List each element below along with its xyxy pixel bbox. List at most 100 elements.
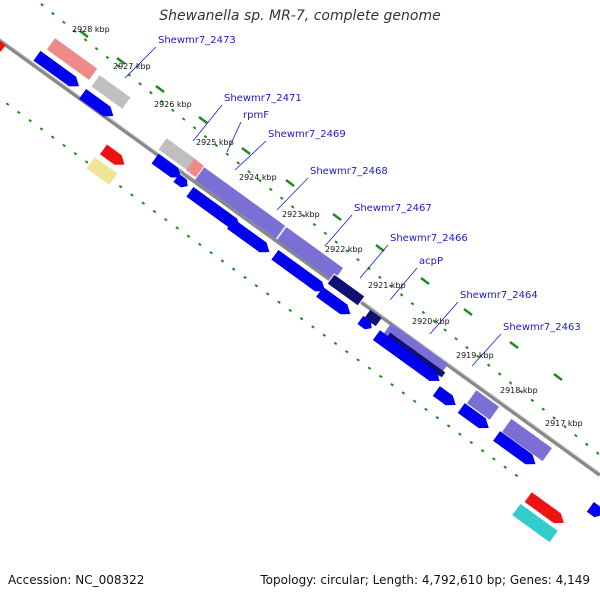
cds-8-shape <box>316 286 351 315</box>
feature-red-edge-shape <box>0 40 6 52</box>
feature-red-2-shape <box>524 492 564 524</box>
feature-violet-2 <box>276 226 344 282</box>
gene-label: rpmF <box>243 110 269 121</box>
kbp-label: 2923 kbp <box>282 210 320 219</box>
callout-line <box>234 140 267 171</box>
kbp-label: 2928 kbp <box>72 25 110 34</box>
cds-12-shape <box>457 403 489 429</box>
cds-11-shape <box>432 386 456 406</box>
feature-pink-2 <box>186 158 204 178</box>
feature-violet-1 <box>194 167 286 239</box>
kbp-tick-4 <box>198 116 208 124</box>
kbp-label: 2922 kbp <box>325 245 363 254</box>
gene-label: Shewmr7_2468 <box>310 166 388 177</box>
callout-line <box>192 104 223 142</box>
callout-line <box>429 301 459 335</box>
cds-1 <box>33 50 80 87</box>
feature-yellow-1 <box>86 157 118 185</box>
cds-14 <box>586 502 600 518</box>
feature-navy-3-shape <box>386 332 446 378</box>
feature-navy-1-shape <box>326 273 366 307</box>
gene-label: Shewmr7_2471 <box>224 93 302 104</box>
callout-line <box>124 46 157 79</box>
kbp-label: 2927 kbp <box>113 62 151 71</box>
kbp-tick-9 <box>420 277 430 285</box>
gene-label: Shewmr7_2473 <box>158 35 236 46</box>
feature-red-2 <box>524 492 564 524</box>
feature-cyan-1 <box>512 503 558 543</box>
kbp-tick-11 <box>509 341 519 349</box>
cds-4-shape <box>173 173 188 188</box>
cds-5-shape <box>186 186 241 229</box>
gene-label: Shewmr7_2464 <box>460 290 538 301</box>
callout-line <box>389 267 418 301</box>
kbp-label: 2918 kbp <box>500 386 538 395</box>
cds-6 <box>227 219 270 253</box>
cds-14-shape <box>586 502 600 518</box>
cds-3 <box>151 153 181 178</box>
feature-yellow-1-shape <box>86 157 118 185</box>
kbp-labels: 2928 kbp 2927 kbp 2926 kbp 2925 kbp 2924 kbp… <box>72 25 583 428</box>
callout-line <box>359 244 389 279</box>
cds-2-shape <box>79 88 114 117</box>
feature-grey-2-shape <box>158 138 198 172</box>
cds-7-shape <box>271 249 326 292</box>
kbp-tick-7 <box>332 213 342 221</box>
callout-line <box>324 214 353 247</box>
feature-violet-4-shape <box>466 390 500 420</box>
feature-navy-2-shape <box>364 309 382 327</box>
cds-12 <box>457 403 489 429</box>
cds-8 <box>316 286 351 315</box>
gene-label: Shewmr7_2463 <box>503 322 581 333</box>
accession-text: Accession: NC_008322 <box>8 573 145 587</box>
cds-4 <box>173 173 188 188</box>
feature-navy-3 <box>386 332 446 378</box>
feature-red-edge <box>0 40 6 52</box>
feature-pink-2-shape <box>186 158 204 178</box>
feature-grey-1-shape <box>91 75 131 109</box>
kbp-label: 2920 kbp <box>412 317 450 326</box>
feature-navy-2 <box>364 309 382 327</box>
tick-tracks <box>0 0 600 479</box>
gene-label: Shewmr7_2467 <box>354 203 432 214</box>
feature-pink-1-shape <box>46 38 98 80</box>
cds-5 <box>186 186 241 229</box>
callout-line <box>226 121 242 153</box>
kbp-tick-8 <box>375 244 385 252</box>
kbp-label: 2924 kbp <box>239 173 277 182</box>
kbp-tick-10 <box>463 308 473 316</box>
kbp-tick-12 <box>553 373 563 381</box>
feature-violet-2-shape <box>276 226 344 282</box>
kbp-tick-5 <box>241 147 251 155</box>
feature-tracks <box>0 38 600 543</box>
cds-13-shape <box>493 431 536 465</box>
kbp-label: 2926 kbp <box>154 100 192 109</box>
cds-9-shape <box>357 315 372 330</box>
tick-track-1 <box>34 0 600 456</box>
kbp-tick-6 <box>285 179 295 187</box>
kbp-label: 2917 kbp <box>545 419 583 428</box>
cds-6-shape <box>227 219 270 253</box>
cds-10 <box>372 330 440 382</box>
cds-2 <box>79 88 114 117</box>
kbp-label: 2925 kbp <box>196 138 234 147</box>
feature-violet-5-shape <box>502 418 552 462</box>
feature-violet-5 <box>502 418 552 462</box>
tick-track-2 <box>0 97 521 479</box>
callout-line <box>276 177 309 211</box>
kbp-tick-3 <box>155 85 165 93</box>
cds-7 <box>271 249 326 292</box>
gene-label: Shewmr7_2469 <box>268 129 346 140</box>
feature-grey-2 <box>158 138 198 172</box>
feature-grey-1 <box>91 75 131 109</box>
cds-13 <box>493 431 536 465</box>
feature-violet-4 <box>466 390 500 420</box>
kbp-tick-2 <box>116 57 126 65</box>
cds-3-shape <box>151 153 181 178</box>
feature-red-1-shape <box>99 144 125 165</box>
cds-10-shape <box>372 330 440 382</box>
cds-9 <box>357 315 372 330</box>
feature-navy-1 <box>326 273 366 307</box>
